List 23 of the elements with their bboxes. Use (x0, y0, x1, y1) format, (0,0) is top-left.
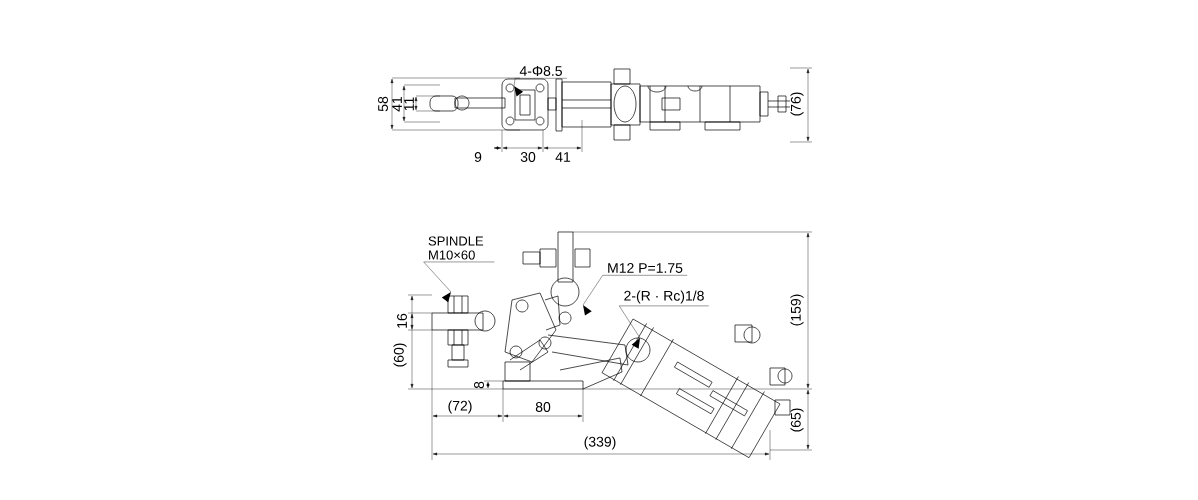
dimension-text: 41 (392, 96, 402, 112)
dimension-text: (60) (393, 343, 407, 367)
leader-line (619, 305, 709, 349)
dimension-text: 11 (404, 97, 414, 111)
dimension-text: (72) (448, 400, 472, 414)
callout-label: 4-Φ8.5 (519, 66, 562, 76)
callout-label: M12 P=1.75 (608, 263, 683, 273)
dimension-text: 80 (535, 402, 551, 412)
dimension-text: (76) (790, 92, 804, 116)
callout-label: 2-(R · Rc)1/8 (624, 290, 704, 304)
dimension-text: (339) (584, 436, 616, 450)
dimension-text: 30 (520, 152, 536, 162)
dimension-text: 16 (397, 313, 407, 328)
leader-line (582, 275, 688, 316)
callout-label: SPINDLE M10×60 (428, 236, 484, 260)
dimension-text: 58 (378, 96, 388, 112)
leader-line (513, 78, 568, 97)
dimension-text: 8 (474, 381, 484, 389)
dimension-text: (65) (790, 408, 804, 432)
dimension-text: 9 (474, 152, 482, 162)
dimension-text: 41 (555, 152, 571, 162)
dimension-text: (159) (790, 294, 804, 326)
leader-line (423, 261, 495, 303)
